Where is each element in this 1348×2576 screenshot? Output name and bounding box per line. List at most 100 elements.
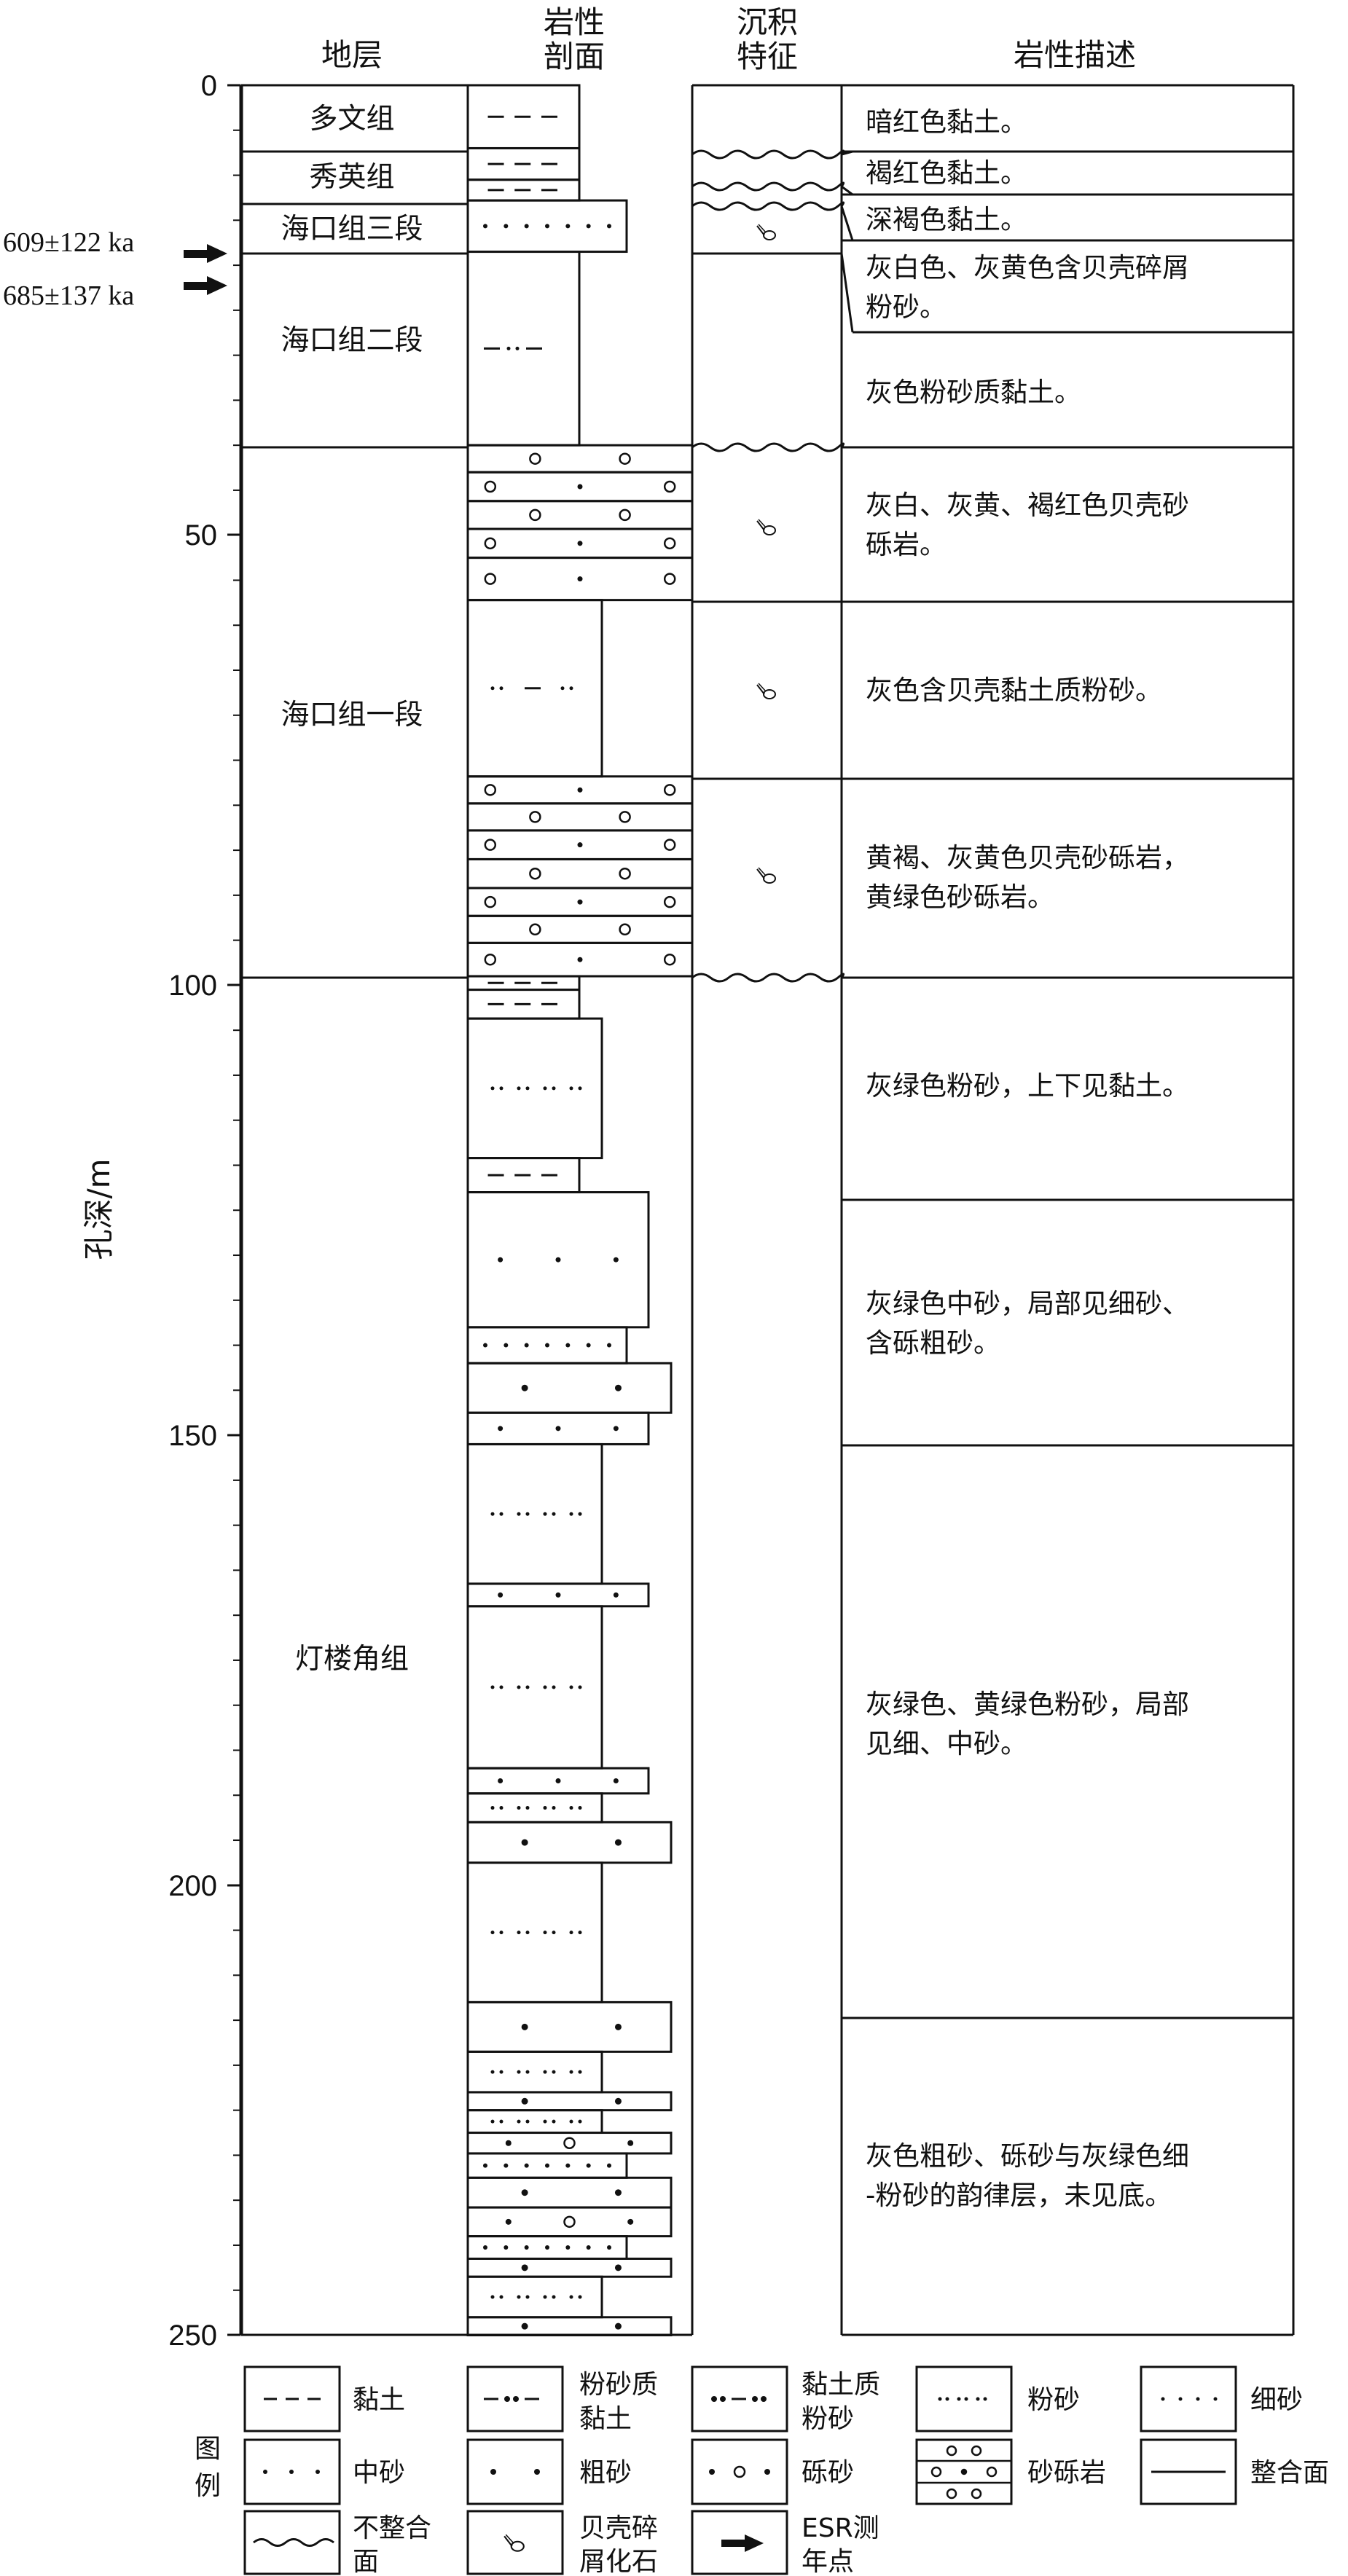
legend-label: 粉砂: [802, 2404, 854, 2434]
legend-label: 整合面: [1250, 2458, 1329, 2488]
lithology-layer-silt: [466, 2050, 603, 2094]
legend-label: 屑化石: [579, 2547, 658, 2576]
header-sedimentary-line2: 特征: [737, 39, 798, 74]
legend-label: 不整合: [353, 2513, 431, 2543]
description-text: 深褐色黏土。: [866, 204, 1027, 235]
header-lithology-line2: 剖面: [544, 39, 605, 74]
description-text: 砾岩。: [866, 529, 947, 560]
description-column: 暗红色黏土。 褐红色黏土。 深褐色黏土。 灰白色、灰黄色含贝壳碎屑 粉砂。 灰色…: [840, 84, 1295, 2336]
axis-label: 孔深/m: [81, 1158, 117, 1260]
formation-label: 灯楼角组: [295, 1643, 409, 1676]
description-text: 灰绿色、黄绿色粉砂，局部: [866, 1689, 1189, 1720]
header-sedimentary-line1: 沉积: [737, 4, 798, 40]
lithology-layer-silt: [466, 1792, 603, 1823]
description-text: 褐红色黏土。: [866, 157, 1027, 189]
legend-label: 粉砂质: [579, 2370, 658, 2400]
unconformity-line: [691, 973, 845, 983]
esr-arrow-icon: [184, 276, 227, 295]
tick-label: 250: [168, 2320, 217, 2352]
lithology-layer-silt: [466, 2109, 603, 2135]
header-lithology-line1: 岩性: [544, 4, 605, 40]
lithology-layer-clay: [466, 178, 581, 202]
description-text: 黄绿色砂砾岩。: [866, 881, 1054, 913]
coarse-sand-symbol: [490, 2469, 540, 2475]
description-text: 黄褐、灰黄色贝壳砂砾岩，: [866, 842, 1189, 873]
legend-label: 砾砂: [802, 2458, 854, 2488]
lithology-layer-medium: [466, 1767, 650, 1795]
shell-fragment-icon: [756, 224, 776, 240]
description-text: 粉砂。: [866, 291, 947, 323]
lithology-layer-silt: [466, 2275, 603, 2319]
lithology-layer-fine: [466, 2152, 628, 2179]
legend-label: 砂砾岩: [1027, 2458, 1106, 2488]
formation-label: 秀英组: [309, 161, 394, 194]
lithology-layers: [466, 84, 694, 2336]
silty-clay-symbol: [484, 2396, 539, 2402]
shell-fragment-icon: [756, 867, 776, 884]
shell-fragment-icon: [503, 2534, 525, 2552]
lithology-layer-cong: [466, 444, 694, 474]
formation-label: 多文组: [309, 103, 394, 136]
legend-item-gravelly-sand: 砾砂: [691, 2438, 854, 2505]
lithology-layer-coarse: [466, 2316, 673, 2336]
lithology-layer-cong: [466, 887, 694, 917]
lithology-layer-fine: [466, 199, 628, 254]
lithology-layer-cong: [466, 857, 694, 890]
lithology-layer-coarse: [466, 2091, 673, 2112]
description-text: 见细、中砂。: [866, 1728, 1027, 1759]
description-text: -粉砂的韵律层，未见底。: [866, 2180, 1172, 2211]
unconformity-line: [691, 149, 845, 160]
lithology-layer-coarse: [466, 1362, 673, 1414]
gravelly-sand-symbol: [709, 2465, 770, 2478]
legend-item-clay: 黏土: [243, 2365, 405, 2432]
header-strata: 地层: [321, 37, 383, 73]
legend-label: 面: [353, 2547, 379, 2576]
lithology-layer-clay: [466, 989, 581, 1020]
formation-label: 海口组一段: [281, 699, 423, 731]
lithology-layer-medium: [466, 1582, 650, 1608]
formation-label: 海口组二段: [281, 324, 423, 357]
lithology-layer-silt: [466, 1605, 603, 1770]
legend: 图 例 黏土 粉砂质 黏土 黏土质 粉砂: [195, 2365, 1329, 2576]
legend-label: 黏土: [579, 2404, 632, 2434]
lithology-layer-gravel: [466, 2132, 673, 2155]
formation-label: 海口组三段: [281, 213, 423, 246]
shell-fragment-icon: [756, 683, 776, 699]
legend-label: ESR测: [802, 2513, 879, 2543]
lithology-layer-fine: [466, 2235, 628, 2260]
minor-ticks: [233, 129, 240, 2291]
esr-arrow-icon: [721, 2534, 764, 2552]
lithology-layer-cong: [466, 557, 694, 602]
depth-axis: 0 50 100 150 200 250 孔深/m: [81, 70, 242, 2352]
tick-label: 150: [168, 1420, 217, 1452]
legend-item-esr-point: ESR测 年点: [691, 2510, 879, 2576]
legend-item-coarse-sand: 粗砂: [466, 2438, 632, 2505]
lithology-layer-silt: [466, 1861, 603, 2003]
esr-markers: 609±122 ka 685±137 ka: [3, 227, 227, 311]
legend-label: 年点: [802, 2547, 854, 2576]
legend-label: 粗砂: [579, 2458, 632, 2488]
legend-item-unconformity: 不整合 面: [243, 2510, 431, 2576]
lithology-layer-cong: [466, 527, 694, 559]
esr-arrow-icon: [184, 244, 227, 263]
description-text: 灰白色、灰黄色含贝壳碎屑: [866, 252, 1189, 283]
header-description: 岩性描述: [1014, 37, 1136, 73]
legend-item-shell-fragment: 贝壳碎 屑化石: [466, 2510, 658, 2576]
clayey-silt-symbol: [711, 2396, 767, 2402]
lithology-layer-cong: [466, 775, 694, 805]
lithology-layer-clayeysilt: [466, 599, 603, 778]
legend-label: 粉砂: [1027, 2385, 1080, 2415]
lithology-layer-clay: [466, 1157, 581, 1194]
legend-item-clayey-silt: 黏土质 粉砂: [691, 2365, 880, 2434]
legend-item-fine-sand: 细砂: [1140, 2365, 1303, 2432]
lithology-layer-cong: [466, 829, 694, 860]
lithology-layer-coarse: [466, 2257, 673, 2278]
legend-label: 黏土: [353, 2385, 405, 2415]
column-headers: 地层 岩性 剖面 沉积 特征 岩性描述: [321, 4, 1136, 74]
legend-item-silt: 粉砂: [915, 2365, 1080, 2432]
description-text: 灰白、灰黄、褐红色贝壳砂: [866, 490, 1189, 521]
unconformity-line: [691, 181, 845, 192]
lithology-layer-silt: [466, 1017, 603, 1160]
lithology-layer-clay: [466, 84, 581, 149]
